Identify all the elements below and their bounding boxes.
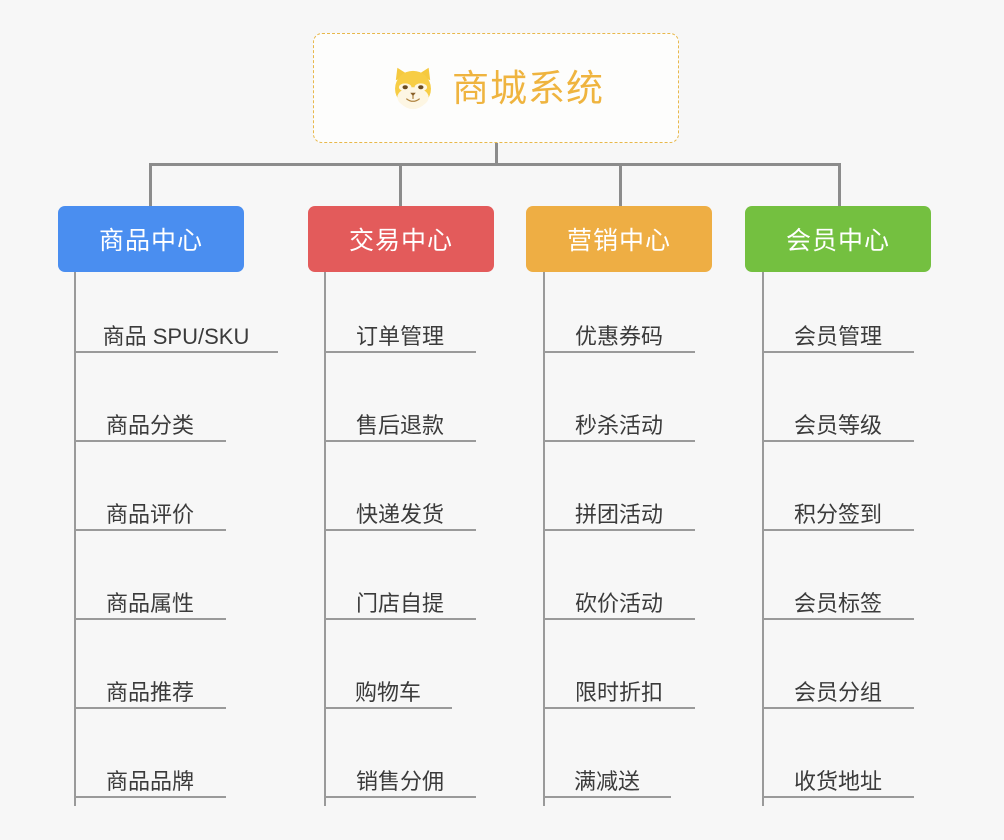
leaf-label: 商品分类 [105, 412, 194, 438]
leaf-item[interactable]: 商品品牌 [74, 769, 226, 798]
leaf-underline [762, 618, 914, 620]
leaf-underline [74, 440, 226, 442]
category-drop-line-4 [838, 163, 841, 208]
column-trunk-1 [74, 272, 76, 806]
leaf-underline [324, 707, 452, 709]
leaf-label: 商品推荐 [105, 679, 194, 705]
leaf-item[interactable]: 商品推荐 [74, 680, 226, 709]
column-trunk-4 [762, 272, 764, 806]
leaf-underline [74, 796, 226, 798]
leaf-underline [762, 351, 914, 353]
leaf-item[interactable]: 限时折扣 [543, 680, 695, 709]
leaf-item[interactable]: 秒杀活动 [543, 413, 695, 442]
category-header-trade[interactable]: 交易中心 [308, 206, 494, 272]
leaf-item[interactable]: 积分签到 [762, 502, 914, 531]
leaf-item[interactable]: 优惠券码 [543, 324, 695, 353]
leaf-label: 秒杀活动 [574, 412, 663, 438]
leaf-label: 商品属性 [105, 590, 194, 616]
leaf-underline [762, 440, 914, 442]
leaf-underline [543, 440, 695, 442]
column-trunk-3 [543, 272, 545, 806]
category-header-product[interactable]: 商品中心 [58, 206, 244, 272]
leaf-label: 会员管理 [793, 323, 882, 349]
leaf-underline [762, 529, 914, 531]
leaf-label: 快递发货 [355, 501, 444, 527]
leaf-label: 限时折扣 [574, 679, 663, 705]
leaf-label: 拼团活动 [574, 501, 663, 527]
leaf-label: 砍价活动 [574, 590, 663, 616]
leaf-underline [543, 351, 695, 353]
leaf-label: 售后退款 [355, 412, 444, 438]
leaf-item[interactable]: 会员分组 [762, 680, 914, 709]
leaf-label: 门店自提 [355, 590, 444, 616]
shiba-dog-icon [395, 67, 431, 110]
leaf-item[interactable]: 门店自提 [324, 591, 476, 620]
leaf-label: 购物车 [354, 679, 421, 705]
leaf-item[interactable]: 砍价活动 [543, 591, 695, 620]
leaf-underline [74, 529, 226, 531]
leaf-item[interactable]: 商品 SPU/SKU [74, 324, 278, 353]
root-node[interactable]: 商城系统 [313, 33, 679, 143]
leaf-item[interactable]: 会员等级 [762, 413, 914, 442]
leaf-underline [74, 618, 226, 620]
leaf-item[interactable]: 拼团活动 [543, 502, 695, 531]
leaf-label: 商品品牌 [105, 768, 194, 794]
leaf-underline [543, 796, 671, 798]
leaf-item[interactable]: 销售分佣 [324, 769, 476, 798]
leaf-label: 商品 SPU/SKU [102, 323, 250, 349]
leaf-label: 会员等级 [793, 412, 882, 438]
leaf-label: 订单管理 [355, 323, 444, 349]
leaf-underline [74, 351, 278, 353]
leaf-label: 商品评价 [105, 501, 194, 527]
leaf-label: 销售分佣 [355, 768, 444, 794]
leaf-underline [74, 707, 226, 709]
category-bus-line [150, 163, 840, 166]
leaf-underline [324, 440, 476, 442]
leaf-label: 会员标签 [793, 590, 882, 616]
category-header-marketing[interactable]: 营销中心 [526, 206, 712, 272]
column-trunk-2 [324, 272, 326, 806]
leaf-label: 收货地址 [793, 768, 882, 794]
root-stem-line [495, 143, 498, 165]
category-title: 商品中心 [98, 227, 203, 255]
leaf-underline [543, 529, 695, 531]
category-header-member[interactable]: 会员中心 [745, 206, 931, 272]
category-title: 营销中心 [566, 227, 671, 255]
category-drop-line-3 [619, 163, 622, 208]
leaf-item[interactable]: 快递发货 [324, 502, 476, 531]
leaf-label: 优惠券码 [574, 323, 663, 349]
leaf-item[interactable]: 商品评价 [74, 502, 226, 531]
leaf-item[interactable]: 商品分类 [74, 413, 226, 442]
category-title: 会员中心 [785, 227, 890, 255]
leaf-underline [324, 796, 476, 798]
leaf-item[interactable]: 售后退款 [324, 413, 476, 442]
category-drop-line-2 [399, 163, 402, 208]
leaf-underline [543, 618, 695, 620]
root-title: 商城系统 [452, 67, 604, 109]
leaf-label: 积分签到 [793, 501, 882, 527]
category-drop-line-1 [149, 163, 152, 208]
leaf-underline [762, 796, 914, 798]
leaf-item[interactable]: 商品属性 [74, 591, 226, 620]
leaf-underline [324, 618, 476, 620]
leaf-item[interactable]: 订单管理 [324, 324, 476, 353]
leaf-underline [324, 529, 476, 531]
leaf-item[interactable]: 满减送 [543, 769, 671, 798]
leaf-item[interactable]: 购物车 [324, 680, 452, 709]
leaf-underline [324, 351, 476, 353]
leaf-underline [762, 707, 914, 709]
leaf-label: 会员分组 [793, 679, 882, 705]
leaf-label: 满减送 [573, 768, 640, 794]
leaf-item[interactable]: 会员标签 [762, 591, 914, 620]
leaf-item[interactable]: 收货地址 [762, 769, 914, 798]
leaf-underline [543, 707, 695, 709]
category-title: 交易中心 [348, 227, 453, 255]
leaf-item[interactable]: 会员管理 [762, 324, 914, 353]
